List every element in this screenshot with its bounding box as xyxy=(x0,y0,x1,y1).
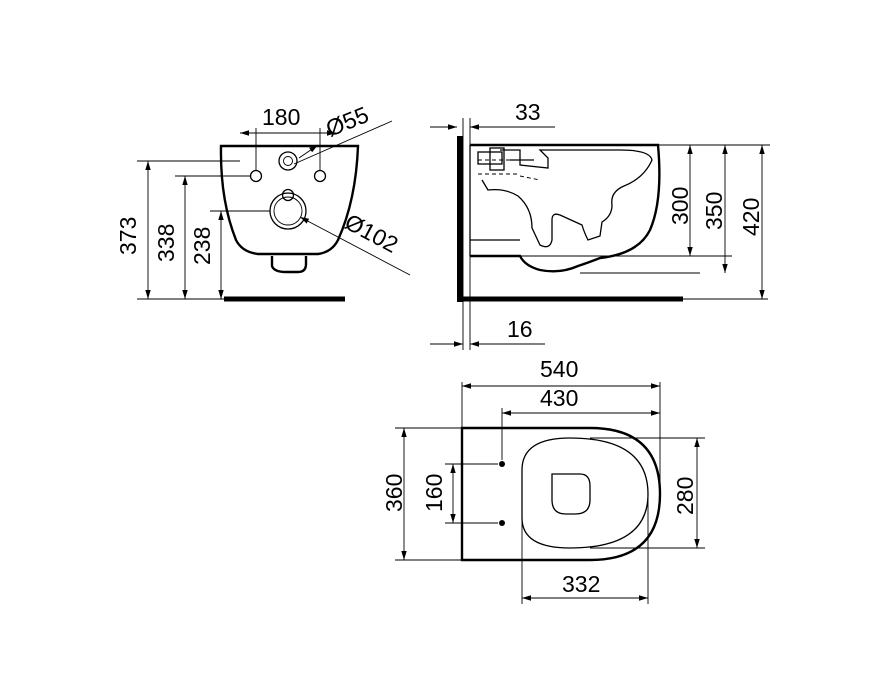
side-body-outline xyxy=(470,143,661,273)
front-body-outline xyxy=(219,144,360,256)
top-bowl-outline xyxy=(521,437,649,549)
dim-front-338: 338 xyxy=(153,224,179,262)
dim-side-350: 350 xyxy=(701,192,727,230)
dim-side-16: 16 xyxy=(507,316,533,342)
top-bolt-hole-upper xyxy=(499,461,505,467)
dim-side-33: 33 xyxy=(515,99,541,125)
dim-top-540: 540 xyxy=(540,356,578,382)
front-small-hole-left xyxy=(249,169,263,183)
front-outlet-outer xyxy=(269,192,307,230)
side-view: 33 16 300 350 420 xyxy=(430,99,770,350)
side-bowl-inner xyxy=(481,149,653,248)
dim-top-430: 430 xyxy=(540,385,578,411)
front-outlet-inner xyxy=(273,196,303,226)
dim-top-160: 160 xyxy=(421,474,447,512)
dim-side-300: 300 xyxy=(667,187,693,225)
dim-front-238: 238 xyxy=(189,227,215,265)
dim-front-373: 373 xyxy=(115,217,141,255)
front-outlet-base xyxy=(270,256,308,274)
dim-front-d102: Ø102 xyxy=(341,208,403,257)
front-water-inlet-outer xyxy=(278,151,298,171)
dim-top-332: 332 xyxy=(562,571,600,597)
dim-top-360: 360 xyxy=(381,474,407,512)
dim-front-d55: Ø55 xyxy=(322,101,372,141)
dim-top-280: 280 xyxy=(672,477,698,515)
top-view: 540 430 360 160 280 332 xyxy=(381,356,705,604)
front-water-inlet-inner xyxy=(283,156,293,166)
front-top-hole xyxy=(281,188,295,202)
top-body-outline xyxy=(460,426,662,562)
front-view: 180 Ø55 Ø102 373 338 238 xyxy=(115,101,411,302)
front-small-hole-right xyxy=(313,169,327,183)
top-bolt-hole-lower xyxy=(499,520,505,526)
dim-side-420: 420 xyxy=(738,198,764,236)
side-wall xyxy=(457,136,463,302)
top-bowl-opening xyxy=(551,473,591,515)
dim-front-180: 180 xyxy=(262,104,300,130)
